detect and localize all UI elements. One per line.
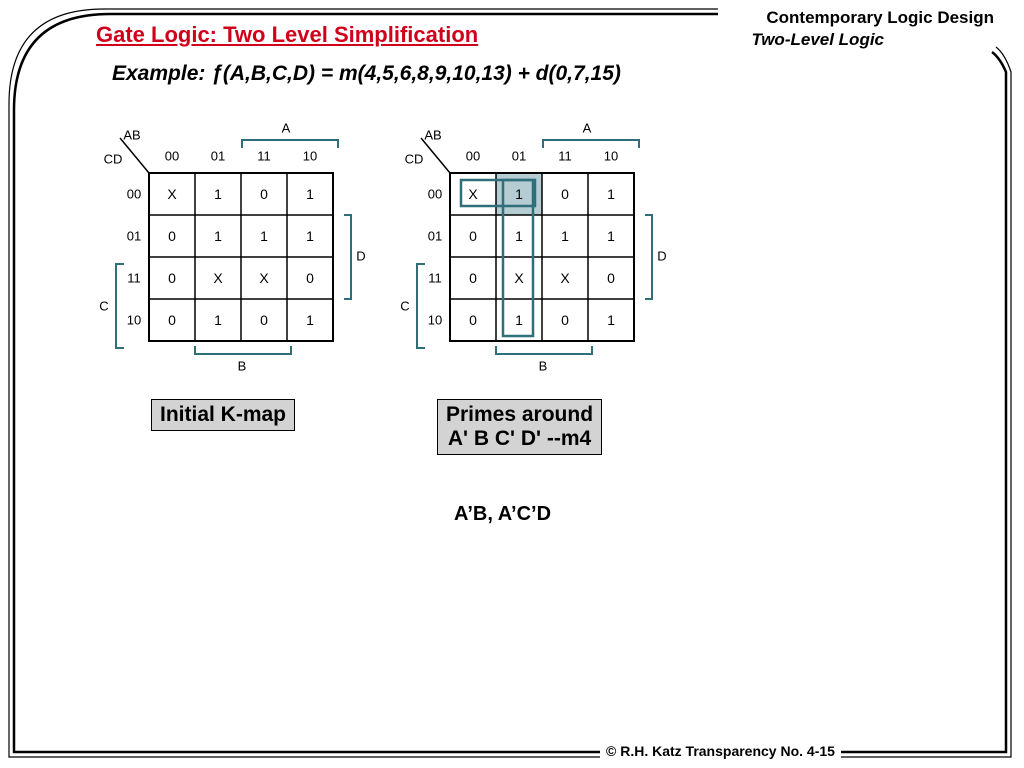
kmap-cell: 0 (469, 228, 477, 244)
corner-label-ab: AB (424, 127, 442, 143)
kmap-cell: 1 (214, 312, 222, 328)
col-header: 10 (603, 148, 619, 164)
kmap-cell: X (560, 270, 570, 286)
kmap-cell: 0 (469, 312, 477, 328)
kmap-cell: 1 (515, 312, 523, 328)
col-header: 01 (511, 148, 527, 164)
kmap-cell: 0 (260, 312, 268, 328)
kmap-primes-lines (416, 137, 653, 355)
kmap-cell: 1 (515, 228, 523, 244)
footer-text: © R.H. Katz Transparency No. 4-15 (600, 743, 841, 759)
corner-label-cd: CD (103, 151, 123, 167)
kmap-cell: 0 (168, 312, 176, 328)
row-header: 01 (126, 228, 142, 244)
kmap-cell: 0 (168, 228, 176, 244)
col-header: 01 (210, 148, 226, 164)
kmap-cell: X (514, 270, 524, 286)
kmap-cell: 1 (306, 186, 314, 202)
kmap-cell: X (468, 186, 478, 202)
kmap-cell: 1 (607, 186, 615, 202)
course-title: Contemporary Logic Design (766, 8, 994, 27)
corner-label-ab: AB (123, 127, 141, 143)
bracket-label-b: B (538, 358, 548, 374)
kmap-cell: 0 (168, 270, 176, 286)
row-header: 01 (427, 228, 443, 244)
kmap-cell: 0 (306, 270, 314, 286)
kmap-cell: 0 (561, 312, 569, 328)
answer-text: A’B, A’C’D (454, 503, 552, 525)
row-header: 10 (126, 312, 142, 328)
kmap-cell: 1 (561, 228, 569, 244)
kmap-primes: AB CD 00 01 11 10 00 01 11 10 A D C B X … (393, 118, 666, 378)
kmap-cell: 1 (607, 312, 615, 328)
caption-line: A' B C' D' --m4 (447, 427, 592, 450)
kmap-cell: X (167, 186, 177, 202)
row-header: 00 (427, 186, 443, 202)
col-header: 10 (302, 148, 318, 164)
row-header: 00 (126, 186, 142, 202)
bracket-label-b: B (237, 358, 247, 374)
kmap-cell-highlighted: 1 (515, 186, 523, 202)
col-header: 11 (257, 148, 271, 164)
example-equation: Example: ƒ(A,B,C,D) = m(4,5,6,8,9,10,13)… (112, 62, 621, 85)
kmap-cell: 1 (306, 312, 314, 328)
kmap-cell: 0 (607, 270, 615, 286)
bracket-label-a: A (582, 120, 592, 136)
row-header: 10 (427, 312, 443, 328)
bracket-label-c: C (400, 298, 410, 314)
caption-primes-around: Primes around A' B C' D' --m4 (437, 399, 603, 455)
kmap-cell: X (259, 270, 269, 286)
slide-title: Gate Logic: Two Level Simplification (96, 22, 479, 47)
bracket-label-a: A (281, 120, 291, 136)
course-subtitle: Two-Level Logic (751, 30, 884, 49)
prime-group-column (501, 178, 535, 338)
row-header: 11 (127, 270, 141, 286)
kmap-cell: 0 (260, 186, 268, 202)
kmap-cell: 1 (607, 228, 615, 244)
kmap-cell: 1 (306, 228, 314, 244)
row-header: 11 (428, 270, 442, 286)
kmap-initial: AB CD 00 01 11 10 00 01 11 10 A D C B X … (92, 118, 365, 378)
kmap-cell: 0 (469, 270, 477, 286)
kmap-initial-lines (115, 137, 352, 355)
caption-initial-kmap: Initial K-map (151, 399, 296, 431)
col-header: 11 (558, 148, 572, 164)
kmap-cell: X (213, 270, 223, 286)
col-header: 00 (465, 148, 481, 164)
kmap-cell: 1 (214, 186, 222, 202)
kmap-cell: 1 (260, 228, 268, 244)
corner-label-cd: CD (404, 151, 424, 167)
bracket-label-c: C (99, 298, 109, 314)
caption-line: Primes around (446, 403, 594, 426)
bracket-label-d: D (356, 248, 366, 264)
prime-group-row (459, 178, 537, 208)
kmap-cell: 1 (214, 228, 222, 244)
bracket-label-d: D (657, 248, 667, 264)
kmap-cell: 0 (561, 186, 569, 202)
col-header: 00 (164, 148, 180, 164)
